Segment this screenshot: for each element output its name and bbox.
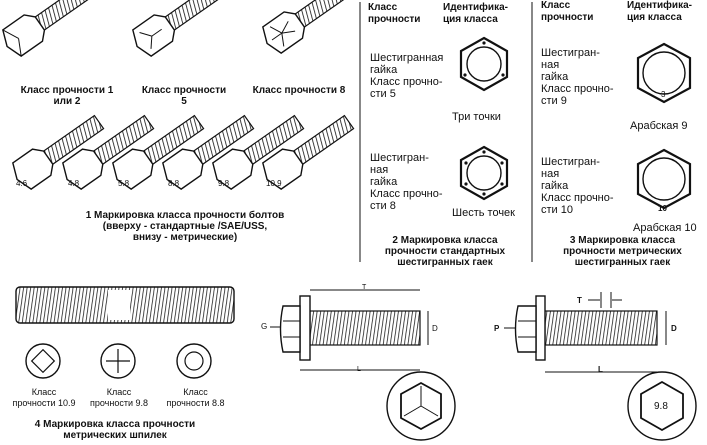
bolt-label-grade-5: Класс прочности 5: [141, 85, 227, 107]
metric-mark-5-8: 5.8: [118, 179, 130, 188]
flange-bolt-metric: [504, 292, 697, 441]
flange-standard-dim-g: G: [261, 322, 268, 331]
panel3-header-class: Класс прочности: [541, 0, 594, 23]
bolt-label-grade-1-2: Класс прочности 1 или 2: [20, 85, 114, 107]
panel2-nut2-label: Шестигран- ная гайка Класс прочно- сти 8: [370, 152, 443, 212]
metric-mark-4-6: 4.6: [16, 179, 28, 188]
metric-mark-8-8: 8.8: [168, 179, 180, 188]
metric-mark-4-8: 4.8: [68, 179, 80, 188]
stud-label-9-8: Класс прочности 9.8: [89, 387, 148, 408]
standard-bolt-grade-1-2: [2, 0, 101, 57]
flange-standard-dim-t: T: [362, 284, 367, 291]
panel3-nut2-mark: 10: [658, 204, 667, 213]
panel3-nut2-ident: Арабская 10: [633, 222, 697, 234]
flange-metric-dim-d: D: [671, 324, 677, 333]
nut-grade-9: [636, 42, 692, 104]
stud-label-10-9: Класс прочности 10.9: [12, 387, 76, 408]
caption-standard-nuts: 2 Маркировка класса прочности стандартны…: [384, 235, 506, 268]
panel3-nut2-label: Шестигран- ная гайка Класс прочно- сти 1…: [541, 156, 614, 216]
metric-mark-10-9: 10.9: [266, 179, 282, 188]
flange-bolt-standard: [270, 289, 456, 441]
metric-bolts: [12, 114, 355, 190]
stud-end-10-9: [25, 343, 61, 379]
panel3-header-ident: Идентифика- ция класса: [627, 0, 692, 23]
flange-standard-dim-l: L: [357, 366, 361, 373]
bolt-label-grade-8: Класс прочности 8: [252, 85, 346, 96]
panel3-nut1-ident: Арабская 9: [630, 120, 688, 132]
flange-metric-dim-t: T: [577, 296, 582, 305]
stud-end-9-8: [100, 343, 136, 379]
standard-bolt-grade-8: [262, 0, 361, 54]
panel2-header-ident: Идентифика- ция класса: [443, 2, 508, 25]
standard-bolt-grade-5: [132, 0, 231, 57]
panel2-nut2-ident: Шесть точек: [452, 207, 515, 219]
panel3-nut1-label: Шестигран- ная гайка Класс прочно- сти 9: [541, 47, 614, 107]
panel2-nut1-label: Шестигранная гайка Класс прочно- сти 5: [370, 52, 444, 100]
flange-metric-dim-l: L: [598, 365, 603, 374]
panel2-nut1-ident: Три точки: [452, 111, 501, 123]
panel3-nut1-mark: 3: [661, 90, 666, 99]
caption-metric-studs: 4 Маркировка класса прочности метрически…: [34, 419, 196, 441]
panel2-header-class: Класс прочности: [368, 2, 421, 25]
caption-bolt-marking: 1 Маркировка класса прочности болтов (вв…: [85, 210, 285, 243]
flange-metric-head-mark: 9.8: [654, 401, 668, 412]
nut-grade-8-six-dots: [459, 145, 509, 201]
flange-standard-dim-d: D: [432, 324, 438, 333]
stud-label-8-8: Класс прочности 8.8: [166, 387, 225, 408]
nut-grade-5-three-dots: [459, 36, 509, 92]
metric-mark-9-8: 9.8: [218, 179, 230, 188]
caption-metric-nuts: 3 Маркировка класса прочности метрически…: [563, 235, 682, 268]
stud-end-8-8: [176, 343, 212, 379]
metric-stud: [15, 286, 235, 324]
flange-metric-dim-p: P: [494, 324, 500, 333]
nut-grade-10: [636, 148, 692, 210]
